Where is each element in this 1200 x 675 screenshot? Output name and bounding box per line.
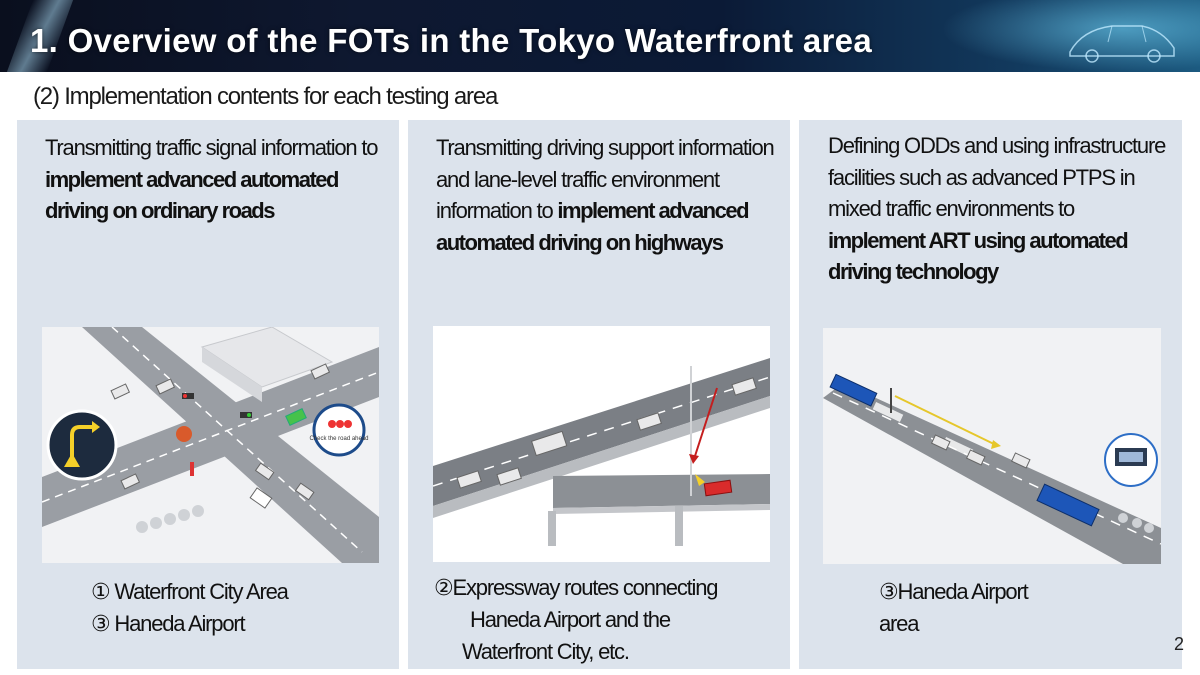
caption-line: ③ Haneda Airport — [91, 611, 246, 636]
description-emphasis: implement advanced automated driving on … — [45, 166, 339, 224]
panel-caption: ① Waterfront City Area ③ Haneda Airport — [91, 576, 341, 640]
description-text: Defining ODDs and using infrastructure f… — [828, 133, 1166, 221]
caption-line: Haneda Airport and the — [470, 607, 671, 632]
panel-ordinary-roads: Transmitting traffic signal information … — [17, 120, 399, 669]
section-subtitle: (2) Implementation contents for each tes… — [33, 83, 498, 110]
caption-line: ③Haneda Airport — [879, 579, 1029, 604]
description-text: Transmitting driving support information… — [436, 135, 775, 223]
caption-line: ②Expressway routes connecting — [434, 575, 719, 600]
header-banner: 1. Overview of the FOTs in the Tokyo Wat… — [0, 0, 1200, 72]
caption-line: Waterfront City, etc. — [462, 639, 630, 664]
expressway-diagram — [433, 326, 770, 562]
panel-caption: ③Haneda Airport area — [879, 576, 1079, 640]
panel-highways: Transmitting driving support information… — [408, 120, 790, 669]
panel-description: Transmitting driving support information… — [436, 132, 776, 258]
art-bus-diagram — [823, 328, 1161, 564]
art-bus-illustration — [823, 328, 1161, 564]
description-emphasis: implement ART using automated driving te… — [828, 227, 1129, 285]
page-title: 1. Overview of the FOTs in the Tokyo Wat… — [30, 22, 872, 59]
panel-description: Defining ODDs and using infrastructure f… — [828, 130, 1168, 288]
panel-description: Transmitting traffic signal information … — [45, 132, 385, 227]
intersection-illustration: Check the road ahead — [42, 327, 379, 563]
car-icon — [1069, 25, 1175, 63]
intersection-diagram: Check the road ahead — [42, 327, 379, 563]
caption-line: area — [879, 611, 919, 636]
caption-line: ① Waterfront City Area — [91, 579, 289, 604]
panel-haneda-art: Defining ODDs and using infrastructure f… — [799, 120, 1182, 669]
expressway-illustration — [433, 326, 770, 562]
header-glow — [940, 0, 1200, 72]
panel-caption: ②Expressway routes connecting Haneda Air… — [434, 572, 774, 668]
page-number: 2 — [1173, 634, 1184, 654]
illustration-label: Check the road ahead — [309, 436, 368, 442]
description-emphasis: implement advanced automated driving on … — [436, 198, 750, 255]
description-text: Transmitting traffic signal information … — [45, 135, 379, 160]
